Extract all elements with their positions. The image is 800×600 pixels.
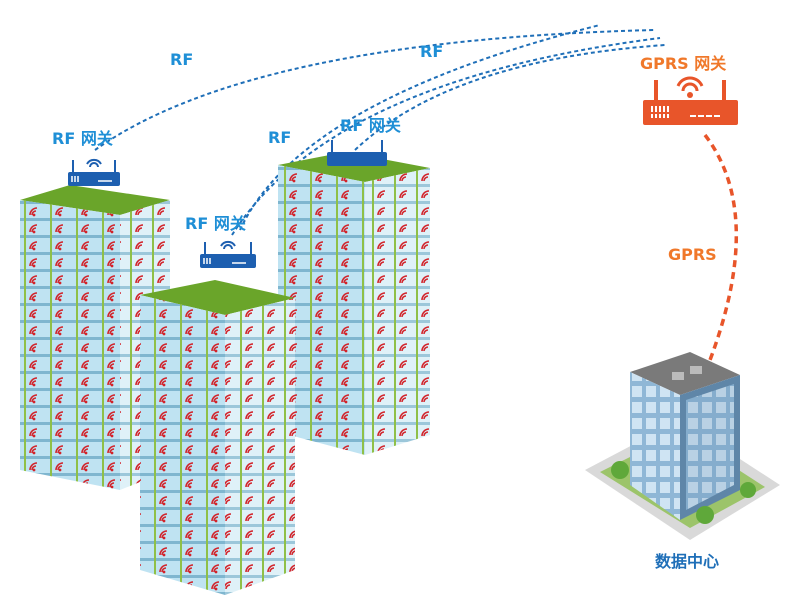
gprs-router-icon: [643, 76, 738, 125]
gprs-gateway-label: GPRS 网关: [640, 54, 727, 73]
rf-router-middle-icon: [200, 240, 256, 268]
rf-link-label: RF: [420, 42, 444, 61]
rf-links: [94, 24, 666, 236]
rf-link-right: [354, 44, 666, 151]
rf-router-right-icon: [327, 140, 387, 166]
gprs-link: [698, 133, 739, 386]
data-center-label: 数据中心: [655, 552, 720, 571]
rf-gateway-label: RF 网关: [340, 116, 401, 135]
rf-link-middle: [231, 37, 661, 236]
rf-link-label: RF: [268, 128, 292, 147]
rf-router-left-icon: [68, 158, 120, 186]
rf-link-label: RF: [170, 50, 194, 69]
rf-gateway-label: RF 网关: [52, 129, 113, 148]
building-middle: [140, 280, 295, 595]
rf-link-extra: [239, 24, 601, 231]
gprs-link-label: GPRS: [668, 245, 717, 264]
rf-gateway-label: RF 网关: [185, 214, 246, 233]
data-center-building: [585, 352, 780, 540]
rf-link-left: [94, 29, 656, 151]
building-right: [278, 152, 430, 455]
